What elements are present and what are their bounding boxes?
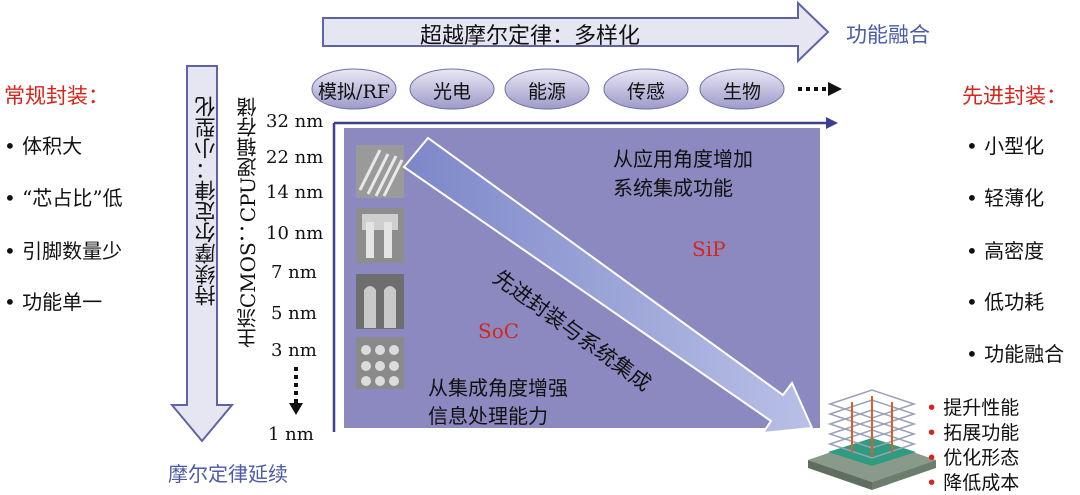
category-pills [311,68,785,110]
benefit-item: • 优化形态 [926,447,1020,469]
conventional-title: 常规封装： [4,84,109,108]
transistor-image-2 [356,208,404,263]
node-arrowhead [289,403,303,415]
category-analog-rf: 模拟/RF [318,81,390,103]
advanced-item: • 功能融合 [966,342,1065,366]
upper-text-line2: 系统集成功能 [613,176,733,200]
node-32nm: 32 nm [266,111,324,132]
function-fusion-label: 功能融合 [846,23,930,47]
node-5nm: 5 nm [271,303,317,324]
node-7nm: 7 nm [271,262,317,283]
category-bio: 生物 [722,81,761,103]
lower-text-line1: 从集成角度增强 [428,376,568,400]
benefit-item: • 降低成本 [926,472,1020,494]
package-stack-icon [808,389,936,490]
conventional-item: • “芯占比”低 [4,186,123,210]
node-22nm: 22 nm [266,147,324,168]
top-arrow-label: 超越摩尔定律：多样化 [420,24,641,49]
advanced-item: • 低功耗 [966,290,1045,314]
transistor-image-3 [356,274,404,329]
sip-label: SiP [692,237,726,261]
benefit-item: • 提升性能 [926,397,1020,419]
top-arrow-shape [322,0,830,64]
upper-text-line1: 从应用角度增加 [613,147,753,171]
node-10nm: 10 nm [266,223,324,244]
transistor-image-4 [356,337,404,389]
moore-continue-label: 摩尔定律延续 [168,462,288,486]
category-sensing: 传感 [626,81,665,103]
cmos-axis-label: 主流CMOS：CPU逻辑存储 [236,97,260,349]
benefit-item: • 拓展功能 [926,422,1020,444]
conventional-item: • 体积大 [4,134,83,158]
category-energy: 能源 [527,81,566,103]
advanced-item: • 轻薄化 [966,186,1045,210]
left-arrow-label: 持续摩尔定律：小型化 [194,96,218,306]
lower-text-line2: 信息处理能力 [428,404,548,428]
diagonal-arrow-shape [402,136,814,435]
node-14nm: 14 nm [266,182,324,203]
node-1nm: 1 nm [268,424,314,445]
advanced-item: • 高密度 [966,239,1045,263]
advanced-title: 先进封装： [962,84,1067,108]
left-arrow-shape [169,65,235,443]
soc-label: SoC [478,319,520,343]
conventional-item: • 功能单一 [4,290,103,314]
transistor-image-1 [356,145,404,198]
advanced-item: • 小型化 [966,134,1045,158]
category-arrowhead [828,82,842,96]
category-optoelectronic: 光电 [432,81,471,103]
conventional-item: • 引脚数量少 [4,239,123,263]
node-3nm: 3 nm [271,340,317,361]
x-axis-arrowhead [826,117,838,129]
